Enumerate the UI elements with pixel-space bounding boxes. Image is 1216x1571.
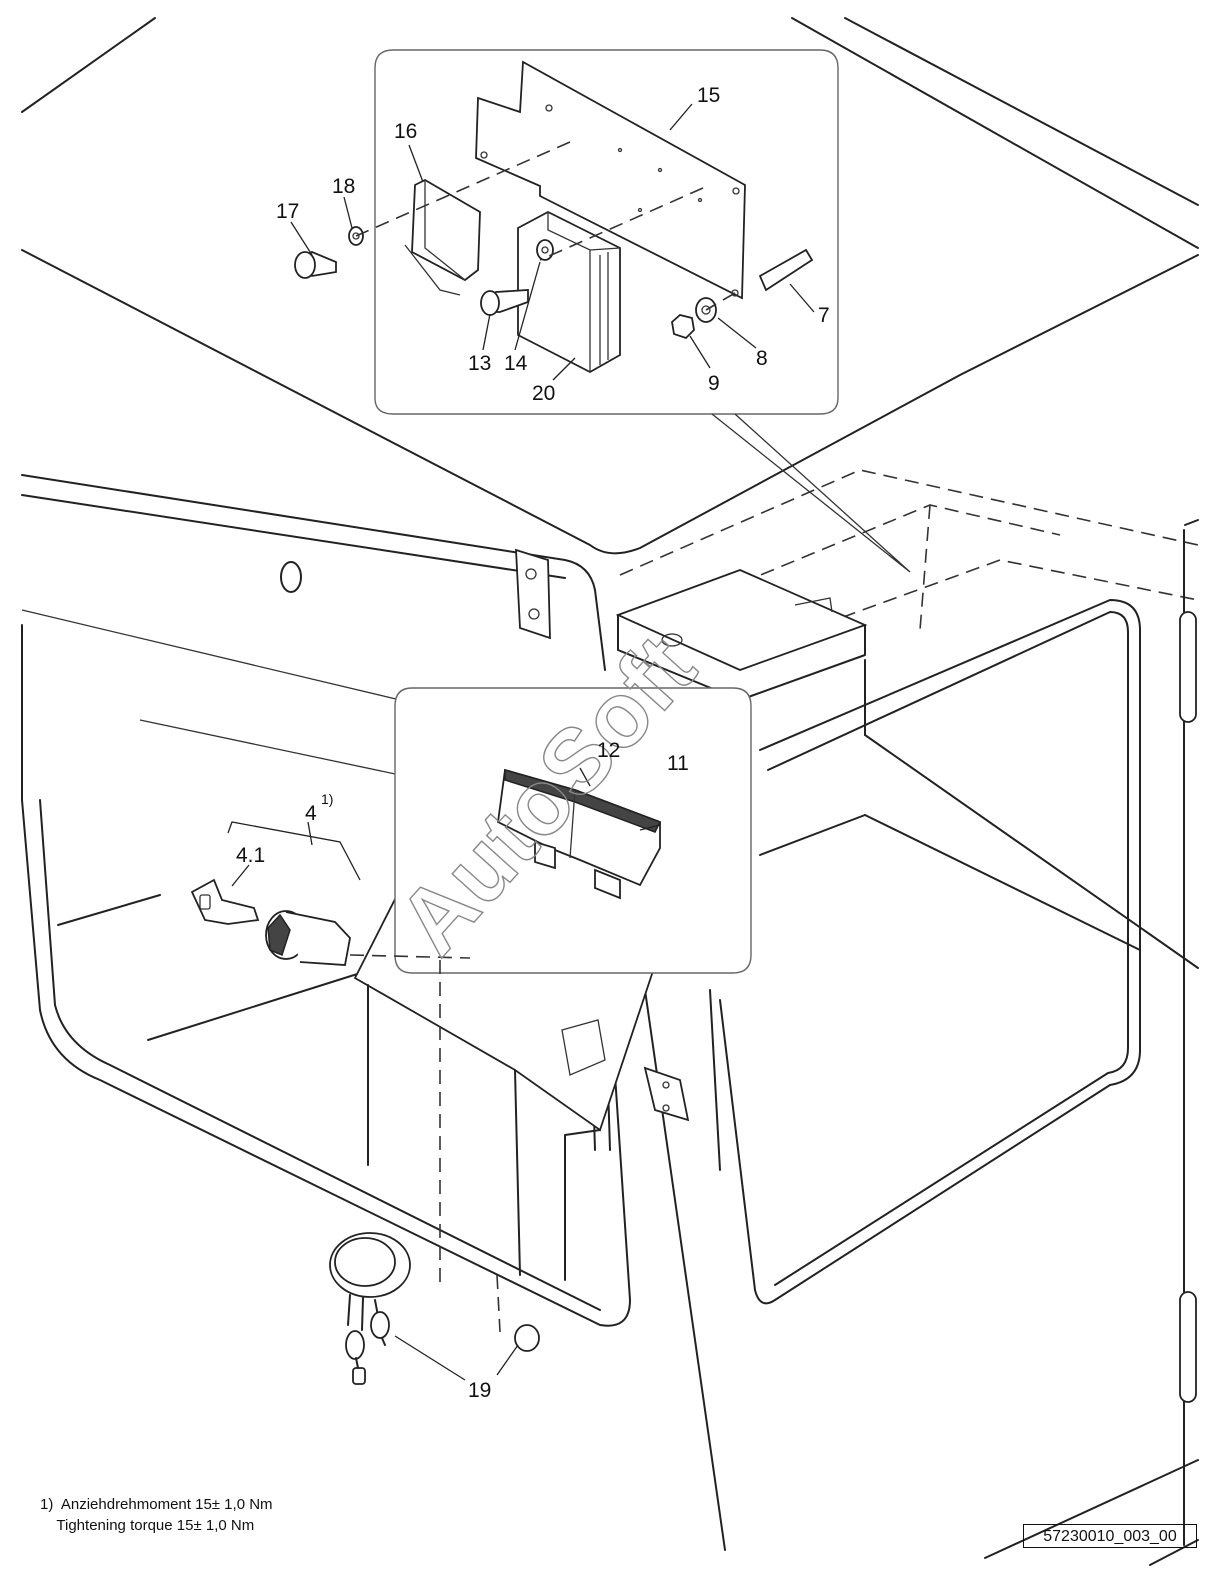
footnotes: 1) Anziehdrehmoment 15± 1,0 Nm Tightenin… xyxy=(40,1494,273,1536)
callout-18: 18 xyxy=(332,175,355,198)
callout-17: 17 xyxy=(276,200,299,223)
footnote-text-en: Tightening torque 15± 1,0 Nm xyxy=(56,1517,255,1534)
callout-labels: 15 16 18 17 7 8 9 13 14 20 12 11 4 1) 4.… xyxy=(236,84,830,1402)
callout-4-footnote: 1) xyxy=(321,791,333,807)
callout-16: 16 xyxy=(394,120,417,143)
callout-12: 12 xyxy=(597,739,620,762)
callout-4: 4 xyxy=(305,802,317,825)
callout-8: 8 xyxy=(756,347,768,370)
footnote-de: 1) Anziehdrehmoment 15± 1,0 Nm xyxy=(40,1494,273,1515)
footnote-marker: 1) xyxy=(40,1496,54,1513)
footnote-text-de: Anziehdrehmoment 15± 1,0 Nm xyxy=(60,1496,273,1513)
callout-7: 7 xyxy=(818,304,830,327)
speaker-group xyxy=(329,960,540,1385)
callout-20: 20 xyxy=(532,382,555,405)
callout-9: 9 xyxy=(708,372,720,395)
callout-14: 14 xyxy=(504,352,528,375)
callout-11: 11 xyxy=(667,752,689,775)
footnote-en: Tightening torque 15± 1,0 Nm xyxy=(40,1515,273,1536)
lower-detail-box xyxy=(394,687,752,974)
key-switch-group xyxy=(190,821,471,966)
upper-detail-box xyxy=(290,49,911,573)
drawing-id-label: 57230010_003_00 xyxy=(1023,1524,1197,1548)
callout-13: 13 xyxy=(468,352,491,375)
callout-19: 19 xyxy=(468,1379,491,1402)
callout-4-1: 4.1 xyxy=(236,844,265,867)
callout-15: 15 xyxy=(697,84,720,107)
cab-structure xyxy=(21,17,1199,1566)
